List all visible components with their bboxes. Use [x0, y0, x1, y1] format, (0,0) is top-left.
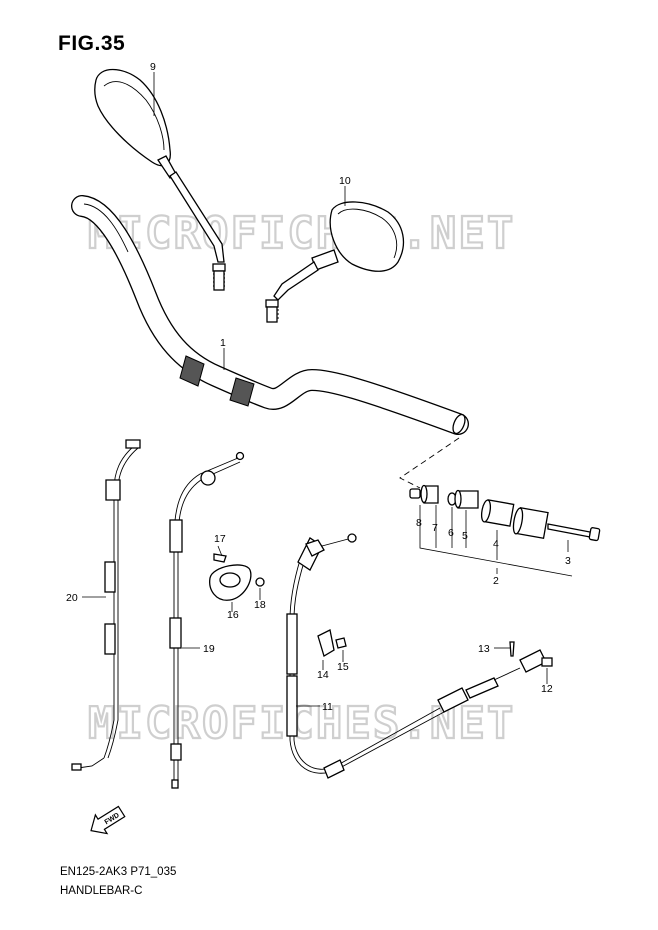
bar-end-parts [409, 484, 601, 542]
callout-9: 9 [150, 61, 156, 73]
handlebar [71, 195, 469, 435]
figure-code: EN125-2AK3 P71_035 [60, 866, 177, 878]
callout-labels: 9 10 1 8 7 6 5 4 3 2 20 19 17 16 18 14 1… [66, 61, 571, 713]
bolt-12 [541, 657, 553, 667]
pin-13 [509, 641, 515, 657]
clamp-14 [317, 629, 347, 657]
callout-4: 4 [493, 538, 499, 550]
callout-17: 17 [214, 533, 226, 545]
watermark-top: MICROFICHES.NET [88, 208, 515, 259]
mirror-right [265, 201, 405, 323]
callout-2: 2 [493, 575, 499, 587]
leader-lines [82, 72, 573, 707]
cable-20 [71, 439, 141, 771]
callout-8: 8 [416, 517, 422, 529]
callout-7: 7 [432, 522, 438, 534]
callout-1: 1 [220, 337, 226, 349]
callout-20: 20 [66, 592, 78, 604]
figure-name: HANDLEBAR-C [60, 885, 143, 897]
callout-3: 3 [565, 555, 571, 567]
callout-13: 13 [478, 643, 490, 655]
clamp-16 [209, 553, 265, 601]
fwd-arrow: FWD [90, 805, 126, 835]
cable-11 [286, 533, 547, 779]
callout-16: 16 [227, 609, 239, 621]
cable-19 [169, 451, 245, 789]
mirror-left [94, 68, 226, 291]
callout-5: 5 [462, 530, 468, 542]
callout-15: 15 [337, 661, 349, 673]
extension-line [399, 437, 460, 489]
figure-title: FIG.35 [58, 32, 126, 55]
callout-18: 18 [254, 599, 266, 611]
callout-10: 10 [339, 175, 351, 187]
callout-19: 19 [203, 643, 215, 655]
callout-11: 11 [322, 701, 333, 713]
callout-14: 14 [317, 669, 329, 681]
callout-6: 6 [448, 527, 454, 539]
callout-12: 12 [541, 683, 553, 695]
